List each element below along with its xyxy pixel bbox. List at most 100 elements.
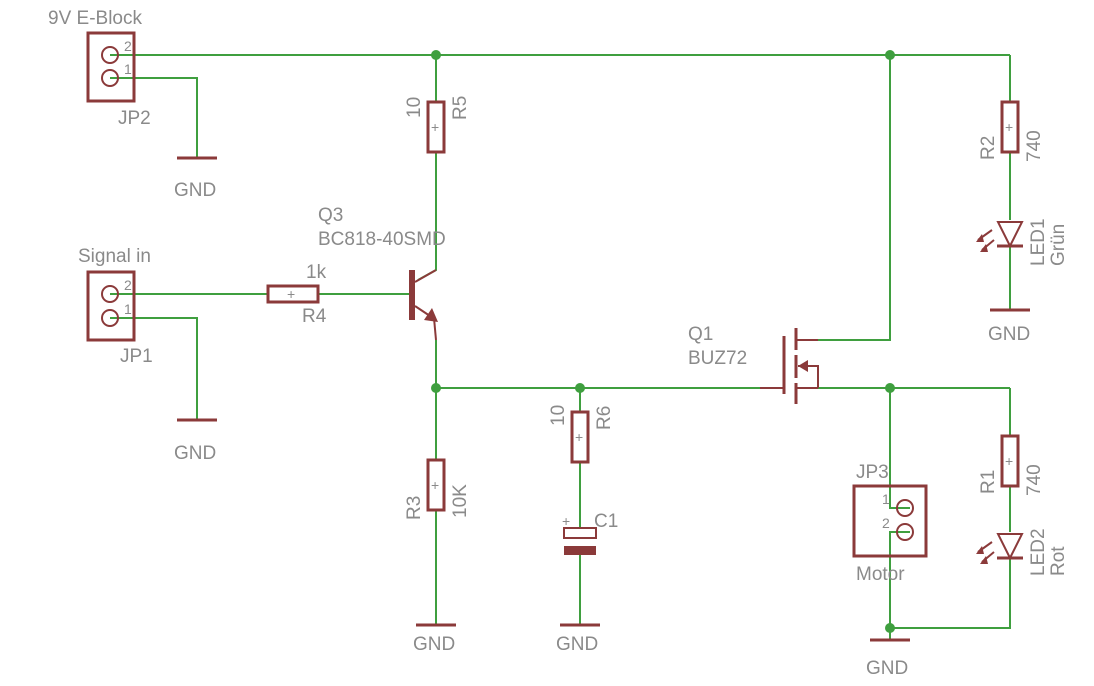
connector-body bbox=[852, 484, 928, 558]
led-color: Grün bbox=[1048, 224, 1069, 266]
plus-mark: + bbox=[1005, 453, 1013, 469]
wire-led2-gnd bbox=[890, 558, 1011, 629]
ground-label: GND bbox=[556, 634, 598, 655]
junction-dot bbox=[431, 383, 441, 393]
ground-label: GND bbox=[174, 443, 216, 464]
capacitor-c1: + C1 bbox=[562, 511, 618, 555]
connector-jp1: Signal in JP1 2 1 bbox=[78, 246, 153, 367]
connector-pin bbox=[101, 285, 119, 303]
resistor-r5: + 10 R5 bbox=[404, 96, 471, 154]
plus-mark: + bbox=[1005, 119, 1013, 135]
transistor-q3: Q3 BC818-40SMD bbox=[318, 205, 446, 341]
resistor-body bbox=[1000, 434, 1020, 488]
plus-mark: + bbox=[431, 477, 439, 493]
resistor-r1: + R1 740 bbox=[978, 434, 1045, 496]
resistor-body bbox=[1000, 100, 1020, 154]
resistor-value: 10K bbox=[450, 484, 471, 518]
plus-mark: + bbox=[431, 119, 439, 135]
wire-jp2-gnd bbox=[110, 77, 198, 158]
led-color: Rot bbox=[1048, 546, 1069, 576]
connector-pin bbox=[101, 309, 119, 327]
resistor-ref: R4 bbox=[302, 306, 327, 327]
ground-symbol: GND bbox=[174, 418, 217, 464]
resistor-ref: R3 bbox=[404, 496, 425, 520]
wire-jp3-gnd bbox=[889, 531, 910, 640]
ground-symbol: GND bbox=[413, 623, 456, 655]
junction-dot bbox=[885, 50, 895, 60]
capacitor-plus: + bbox=[562, 513, 570, 529]
led-ray-arrow bbox=[980, 556, 988, 564]
wires bbox=[110, 54, 1011, 640]
junction-dot bbox=[575, 383, 585, 393]
resistor-ref: R1 bbox=[978, 470, 999, 494]
led-triangle bbox=[996, 221, 1024, 249]
resistor-value: 740 bbox=[1024, 130, 1045, 162]
resistor-value: 740 bbox=[1024, 464, 1045, 496]
junction-dot bbox=[885, 383, 895, 393]
mosfet-part: BUZ72 bbox=[688, 348, 747, 369]
connector-ref: JP1 bbox=[120, 346, 153, 367]
led-triangle bbox=[996, 533, 1024, 561]
led-ref: LED2 bbox=[1028, 528, 1049, 576]
led-ray-arrow bbox=[980, 244, 988, 252]
connector-body bbox=[86, 31, 136, 103]
connector-body bbox=[86, 270, 136, 342]
wire-drain bbox=[818, 55, 891, 341]
resistor-r2: + R2 740 bbox=[978, 100, 1045, 162]
led-ray-arrow bbox=[976, 234, 984, 242]
ground-label: GND bbox=[174, 180, 216, 201]
wire-r5-collector bbox=[417, 152, 437, 281]
connector-pin bbox=[101, 69, 119, 87]
wire-source-jp3 bbox=[889, 388, 910, 509]
wire-jp1-gnd bbox=[110, 317, 198, 420]
led-ray-arrow bbox=[976, 546, 984, 554]
connector-title: Motor bbox=[856, 564, 905, 585]
connector-pin bbox=[101, 46, 119, 64]
pin-number: 2 bbox=[124, 38, 132, 54]
led-ref: LED1 bbox=[1028, 218, 1049, 266]
junction-dot bbox=[885, 623, 895, 633]
capacitor-ref: C1 bbox=[594, 511, 618, 532]
transistor-emitter-lead bbox=[433, 317, 437, 341]
ground-label: GND bbox=[413, 634, 455, 655]
ground-symbol: GND bbox=[174, 156, 217, 201]
mosfet-ref: Q1 bbox=[688, 324, 713, 345]
transistor-ref: Q3 bbox=[318, 205, 343, 226]
ground-symbol: GND bbox=[866, 638, 910, 679]
resistor-r4: + 1k R4 bbox=[266, 262, 327, 327]
pin-number: 2 bbox=[882, 515, 890, 531]
pin-number: 1 bbox=[882, 491, 890, 507]
connector-jp3: JP3 Motor 1 2 bbox=[852, 462, 928, 585]
resistor-ref: R2 bbox=[978, 136, 999, 160]
ground-symbol: GND bbox=[988, 308, 1030, 345]
resistor-value: 1k bbox=[306, 262, 327, 283]
emitter-arrow bbox=[424, 308, 438, 322]
mosfet-q1: Q1 BUZ72 bbox=[688, 324, 819, 404]
resistor-body bbox=[266, 284, 320, 304]
resistor-body bbox=[570, 410, 590, 464]
capacitor-plate-neg bbox=[564, 546, 596, 555]
led-led1: LED1 Grün bbox=[976, 218, 1069, 266]
resistor-r3: + R3 10K bbox=[404, 458, 471, 520]
plus-mark: + bbox=[287, 286, 295, 302]
pin-number: 1 bbox=[124, 301, 132, 317]
resistor-body bbox=[426, 100, 446, 154]
connector-ref: JP2 bbox=[118, 108, 151, 129]
connector-pin bbox=[896, 523, 914, 541]
junctions bbox=[431, 50, 895, 633]
resistor-body bbox=[426, 458, 446, 512]
connector-title: 9V E-Block bbox=[48, 8, 142, 29]
connector-jp2: 9V E-Block JP2 2 1 bbox=[48, 8, 151, 129]
ground-label: GND bbox=[866, 658, 908, 679]
transistor-collector bbox=[414, 269, 437, 283]
pin-number: 1 bbox=[124, 61, 132, 77]
plus-mark: + bbox=[575, 429, 583, 445]
pin-number: 2 bbox=[124, 277, 132, 293]
mosfet-arrow bbox=[798, 360, 808, 372]
connector-pin bbox=[896, 499, 914, 517]
resistor-value: 10 bbox=[548, 405, 569, 426]
capacitor-plate-pos bbox=[563, 527, 597, 539]
ground-symbol: GND bbox=[556, 623, 600, 655]
ground-label: GND bbox=[988, 324, 1030, 345]
